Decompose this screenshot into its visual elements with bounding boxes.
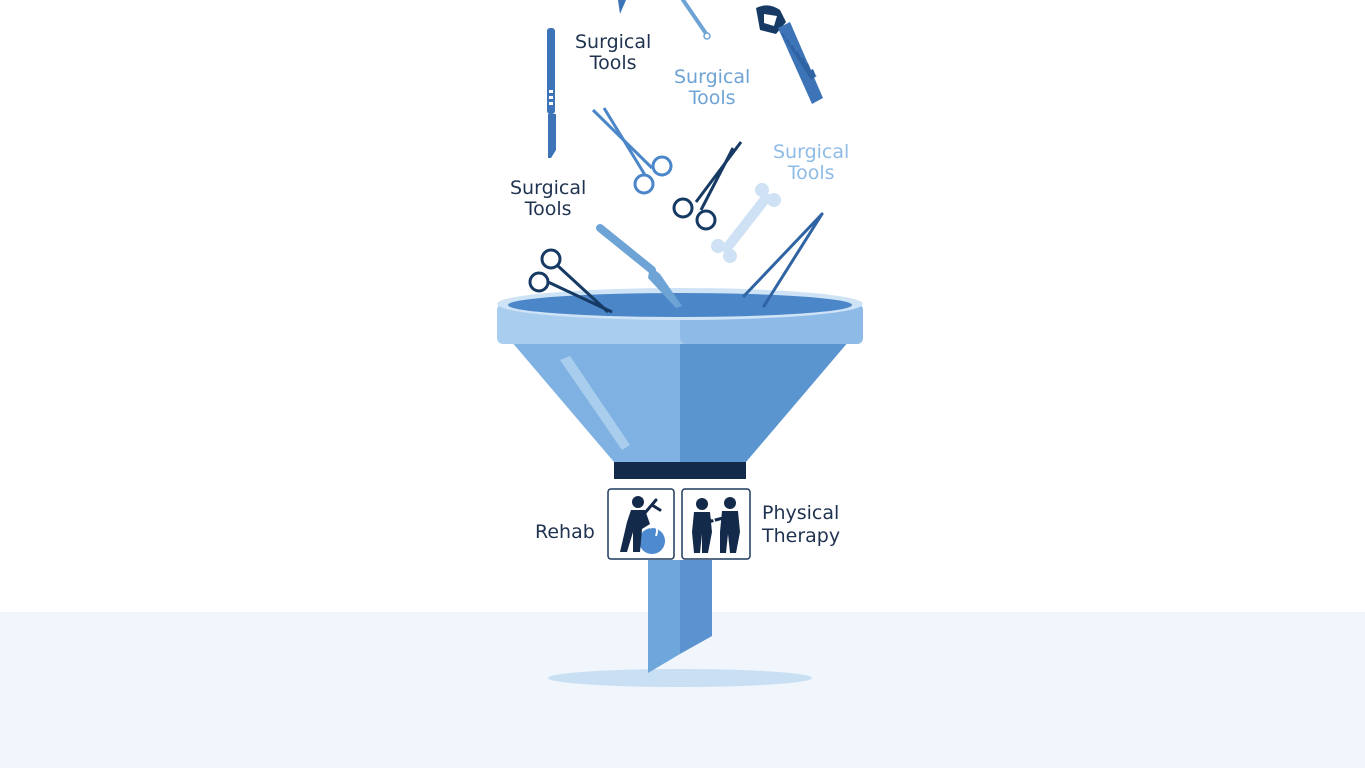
- forceps-icon: [742, 212, 824, 308]
- rehab-label: Rehab: [535, 521, 595, 543]
- tool-label: Surgical Tools: [510, 177, 587, 220]
- bone-icon: [711, 183, 781, 263]
- scissors-icon: [528, 248, 613, 314]
- physical-therapy-label: Physical Therapy: [762, 502, 841, 547]
- scalpel-icon: [596, 224, 682, 308]
- rehab-exercise-ball-icon: [620, 496, 665, 554]
- tool-label: Surgical Tools: [674, 66, 751, 109]
- scalpel-icon: [547, 28, 556, 158]
- scissors-icon: [672, 141, 743, 231]
- probe-icon: [618, 0, 711, 40]
- physical-therapy-assist-icon: [692, 497, 740, 553]
- tool-label: Surgical Tools: [773, 141, 850, 184]
- tool-label: Surgical Tools: [575, 31, 652, 74]
- funnel-spout: [648, 560, 712, 673]
- bone-saw-icon: [756, 5, 823, 104]
- rehab-card: [607, 488, 675, 560]
- physical-therapy-card: [681, 488, 751, 560]
- scissors-icon: [591, 107, 673, 195]
- funnel-shadow: [548, 669, 812, 687]
- funnel-icon: [497, 288, 863, 479]
